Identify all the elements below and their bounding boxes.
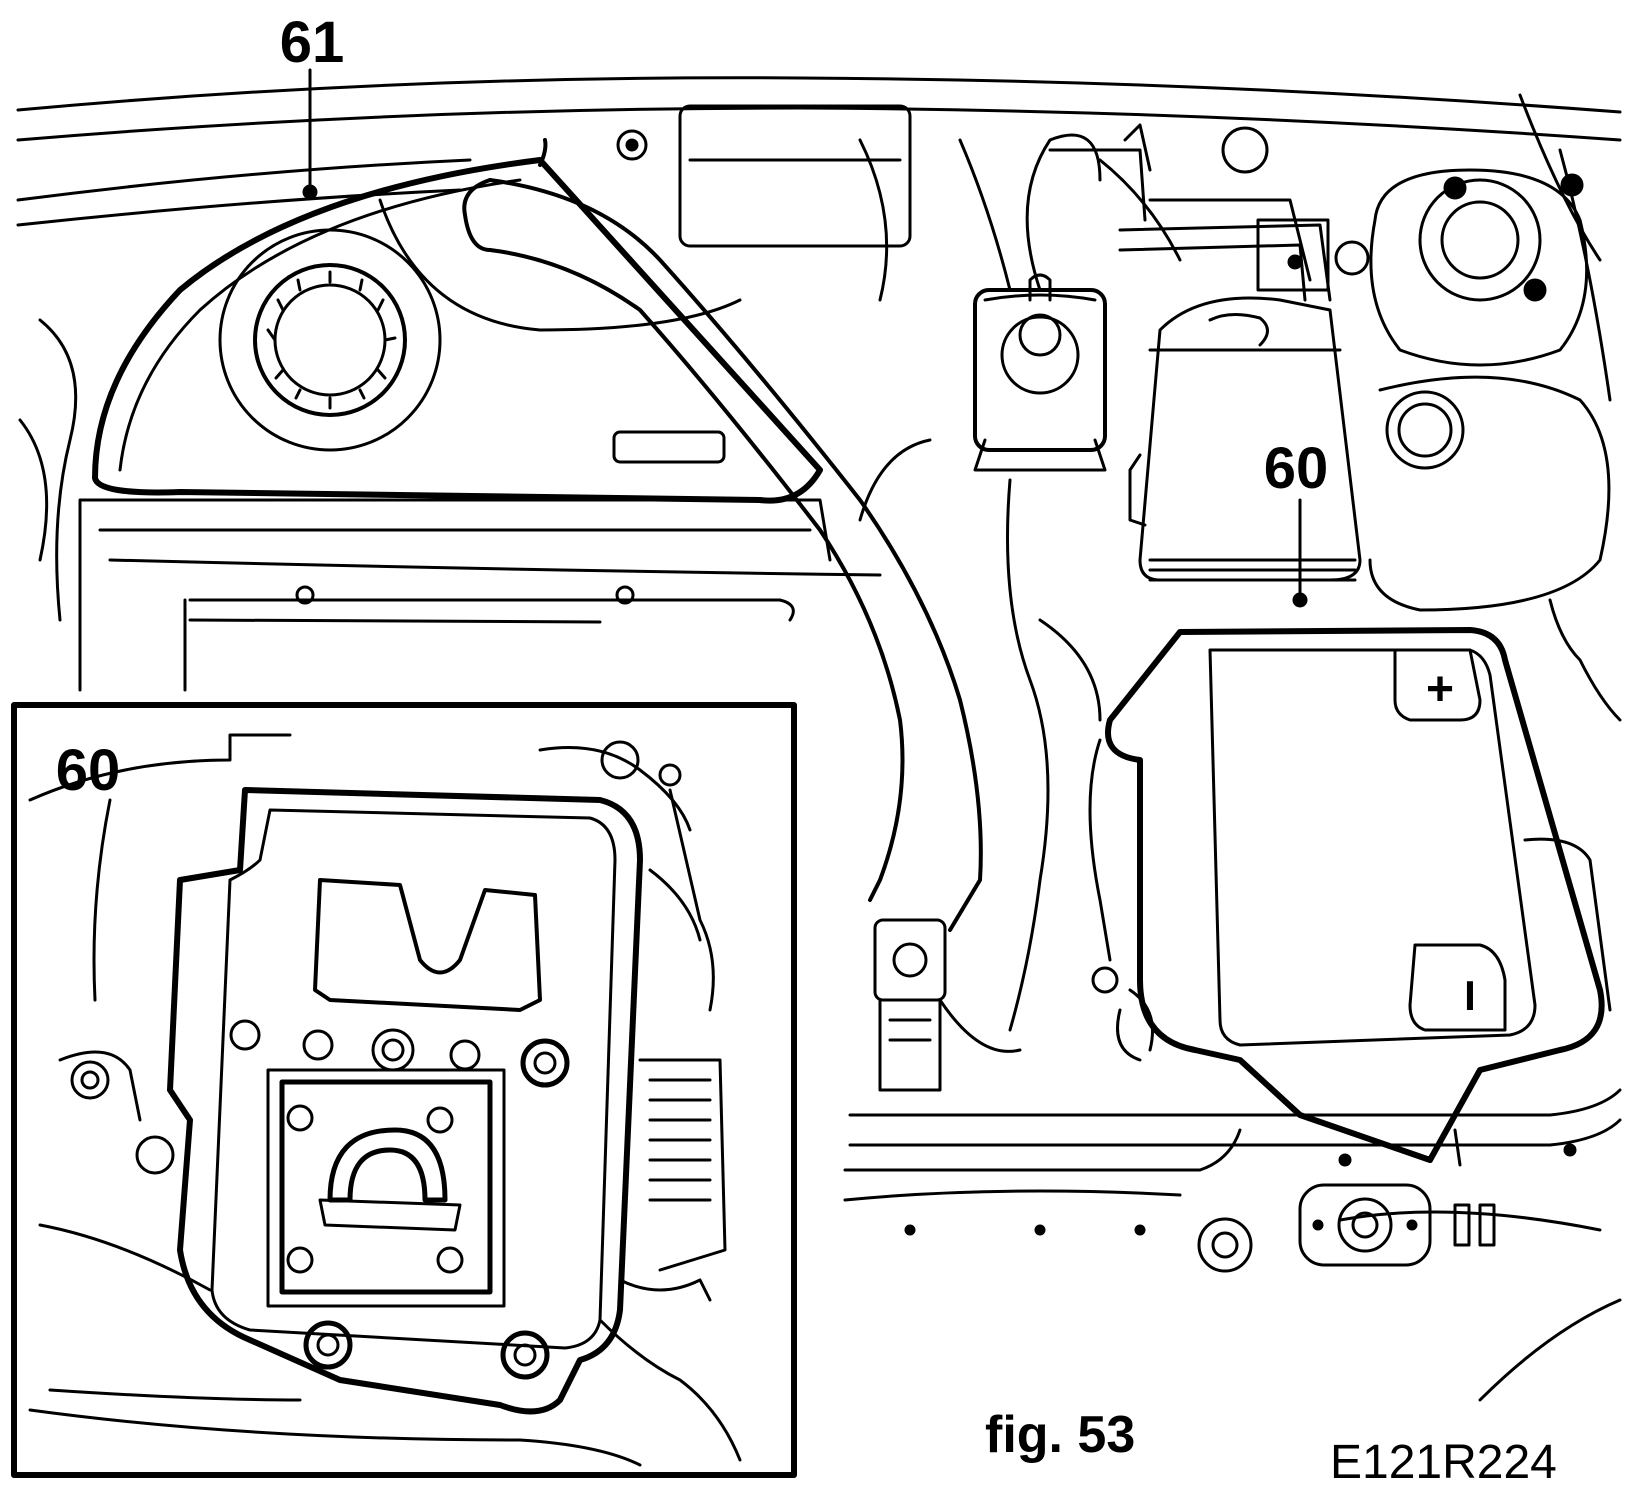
wiring-harness [858, 438, 1622, 1092]
positive-terminal-symbol: + [1426, 663, 1454, 716]
battery-cover [1088, 627, 1612, 1163]
air-intake-cover [92, 157, 823, 504]
relay-box [616, 104, 1269, 248]
engine-top-plate [78, 498, 882, 692]
oil-filler-cap [218, 228, 442, 452]
fuse-box [1128, 296, 1362, 582]
detail-inset [11, 702, 797, 1478]
callout-61: 61 [280, 10, 345, 75]
coolant-reservoir [1368, 375, 1611, 612]
intake-hose [462, 138, 983, 932]
brake-fluid-reservoir [973, 123, 1152, 472]
negative-terminal-symbol: I [1464, 972, 1476, 1019]
figure-caption: fig. 53 [985, 1406, 1135, 1464]
figure-code: E121R224 [1330, 1436, 1557, 1486]
front-panel [843, 1128, 1577, 1273]
inset-callout-60: 60 [56, 738, 121, 803]
strut-top-mount [1369, 168, 1589, 367]
leader-lines [302, 68, 1308, 608]
callout-60: 60 [1264, 436, 1329, 501]
brake-lines [1118, 198, 1370, 302]
